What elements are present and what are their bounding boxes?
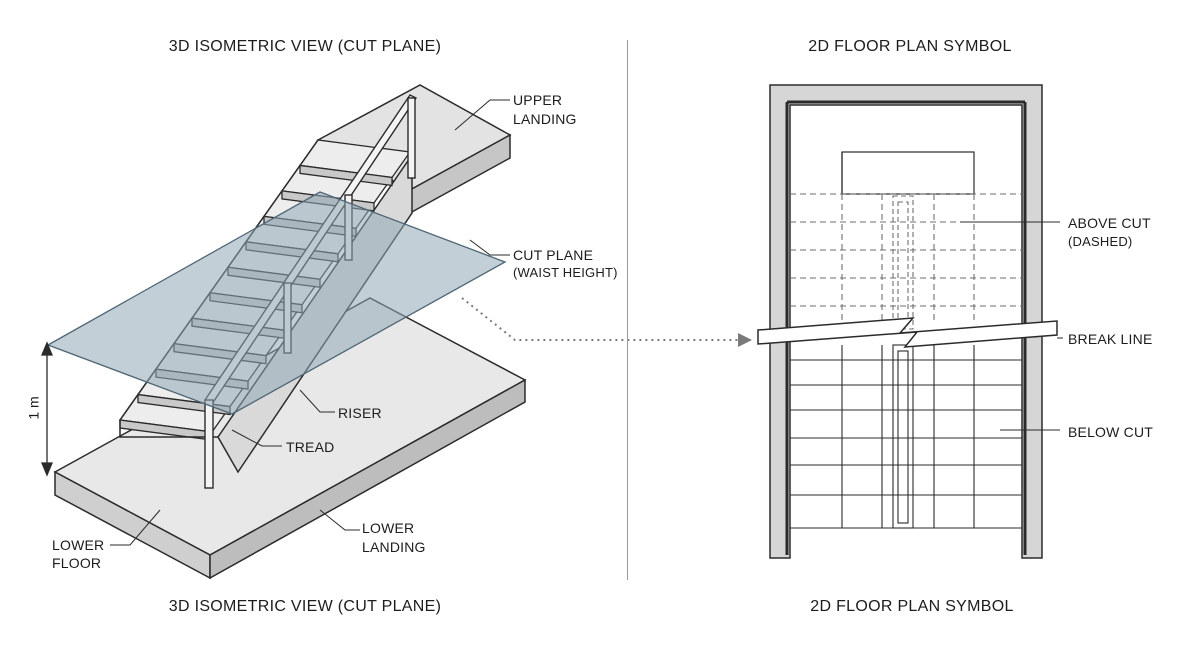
left-title-bottom: 3D ISOMETRIC VIEW (CUT PLANE) bbox=[168, 598, 442, 615]
panel-divider bbox=[627, 40, 628, 580]
label-below-cut: BELOW CUT bbox=[1068, 424, 1154, 440]
label-cut-plane-2: (WAIST HEIGHT) bbox=[513, 265, 618, 280]
label-tread: TREAD bbox=[286, 439, 335, 455]
cut-plane bbox=[46, 191, 507, 415]
label-lower-floor-1: LOWER bbox=[52, 537, 105, 553]
plan-steps-above-cut bbox=[790, 193, 1022, 322]
label-lower-floor-2: FLOOR bbox=[52, 555, 102, 571]
label-above-cut-2: (DASHED) bbox=[1068, 234, 1133, 249]
label-upper-landing-1: UPPER bbox=[513, 92, 563, 108]
label-height: 1 m bbox=[25, 396, 42, 420]
left-title-top: 3D ISOMETRIC VIEW (CUT PLANE) bbox=[168, 38, 442, 55]
label-lower-landing-1: LOWER bbox=[362, 520, 415, 536]
right-title-top: 2D FLOOR PLAN SYMBOL bbox=[808, 38, 1012, 55]
leader-lines-left bbox=[110, 99, 510, 546]
break-line bbox=[757, 317, 1058, 348]
label-upper-landing-2: LANDING bbox=[513, 111, 577, 127]
lower-landing-slab bbox=[53, 297, 527, 580]
plan-steps-below-cut bbox=[790, 345, 1022, 529]
height-dimension bbox=[41, 341, 53, 477]
label-lower-landing-2: LANDING bbox=[362, 539, 426, 555]
label-above-cut-1: ABOVE CUT bbox=[1068, 215, 1151, 231]
plan-center-well bbox=[892, 195, 914, 529]
plan-upper-landing bbox=[841, 151, 975, 195]
label-break-line: BREAK LINE bbox=[1068, 331, 1153, 347]
label-riser: RISER bbox=[338, 405, 382, 421]
cut-plane-arrow bbox=[461, 297, 752, 347]
label-cut-plane-1: CUT PLANE bbox=[513, 247, 594, 263]
right-title-bottom: 2D FLOOR PLAN SYMBOL bbox=[810, 598, 1014, 615]
leader-lines-right bbox=[960, 221, 1063, 431]
